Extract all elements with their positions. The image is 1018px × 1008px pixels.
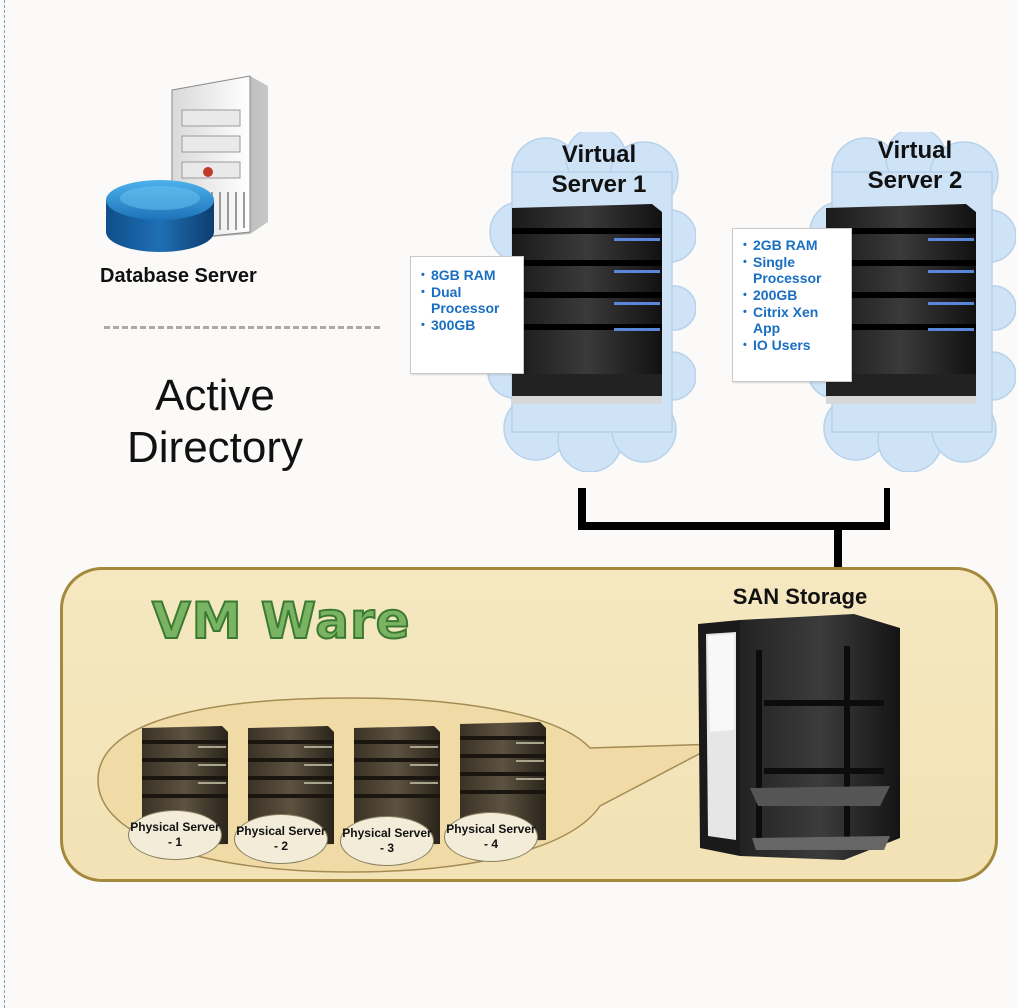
server-rack-icon [698,614,900,860]
active-directory-line-1: Active [155,371,275,420]
active-directory-label: Active Directory [80,370,350,474]
virtual-server-1-specs: 8GB RAM Dual Processor 300GB [410,256,524,374]
database-server-label: Database Server [100,265,257,287]
spec-item: 300GB [421,317,517,333]
spec-item: IO Users [743,337,845,353]
vmware-title: VM Ware [151,591,411,651]
virtual-server-1-title-line-2: Server 1 [551,171,647,198]
physical-server-4-label: Physical Server - 4 [444,812,538,862]
spec-item: Citrix Xen App [743,304,845,336]
virtual-server-1-title-line-1: Virtual [561,141,637,168]
virtual-server-2-title-line-2: Server 2 [867,167,963,194]
virtual-server-1-title: Virtual Server 1 [534,140,664,200]
spec-item: 2GB RAM [743,237,845,253]
divider [104,326,380,329]
spec-item: 200GB [743,287,845,303]
san-storage-label: SAN Storage [732,584,868,609]
physical-server-1-label: Physical Server - 1 [128,810,222,860]
virtual-server-2-title-line-1: Virtual [877,137,953,164]
database-server-icon [106,75,268,252]
server-tower-icon [826,204,976,404]
spec-item: 8GB RAM [421,267,517,283]
server-tower-icon [512,204,662,404]
spec-item: Single Processor [743,254,845,286]
virtual-server-2-title: Virtual Server 2 [850,136,980,196]
active-directory-line-2: Directory [126,423,304,472]
physical-server-2-label: Physical Server - 2 [234,814,328,864]
left-margin-guide [4,0,5,1008]
physical-server-3-label: Physical Server - 3 [340,816,434,866]
network-connector [578,488,890,572]
spec-item: Dual Processor [421,284,517,316]
virtual-server-2-specs: 2GB RAM Single Processor 200GB Citrix Xe… [732,228,852,382]
